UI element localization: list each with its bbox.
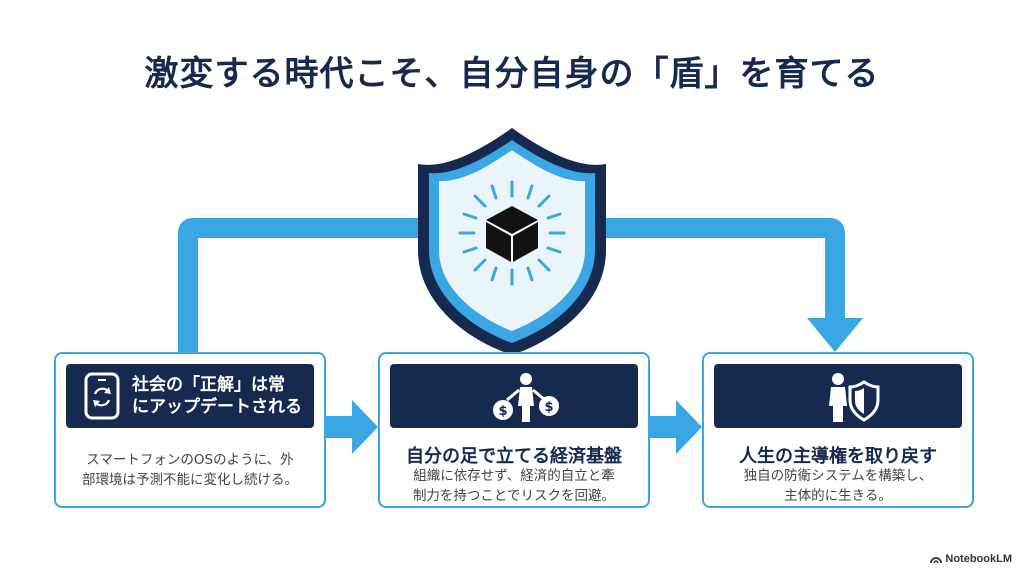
arrow-1-to-2 <box>326 400 378 454</box>
step-card-1-desc-line1: スマートフォンのOSのように、外 <box>86 452 294 468</box>
step-card-1-desc-line2: 部環境は予測不能に変化し続ける。 <box>82 472 298 488</box>
step-card-1-label: 社会の「正解」は常 にアップデートされる <box>132 374 306 418</box>
cube-icon <box>485 206 539 262</box>
page-title: 激変する時代こそ、自分自身の「盾」を育てる <box>144 54 880 94</box>
step-card-1-header: 社会の「正解」は常 にアップデートされる <box>66 364 314 428</box>
arrow-2-to-3 <box>650 400 702 454</box>
shield-icon <box>418 128 606 355</box>
step-card-3-description: 独自の防衛システムを構築し、 主体的に生きる。 <box>718 466 958 506</box>
step-card-1-label-line1: 社会の「正解」は常 <box>132 375 285 395</box>
step-card-3: 人生の主導権を取り戻す 独自の防衛システムを構築し、 主体的に生きる。 <box>702 352 974 508</box>
svg-text:$: $ <box>544 400 553 415</box>
brand-label: NotebookLM <box>945 553 1012 565</box>
step-card-2-header: $ $ <box>390 364 638 428</box>
person-money-bags-icon: $ $ <box>493 373 559 422</box>
svg-text:$: $ <box>498 404 507 419</box>
step-card-2-desc-line1: 組織に依存せず、経済的自立と牽 <box>413 468 615 484</box>
step-card-1-description: スマートフォンのOSのように、外 部環境は予測不能に変化し続ける。 <box>70 450 310 490</box>
notebooklm-logo-icon <box>930 557 943 564</box>
step-card-1-label-line2: にアップデートされる <box>132 397 302 417</box>
step-card-2: $ $ 自分の足で立てる経済基盤 組織に依存せず、経済的自立と牽 制力を持つこと… <box>378 352 650 508</box>
step-card-1: 社会の「正解」は常 にアップデートされる スマートフォンのOSのように、外 部環… <box>54 352 326 508</box>
smartphone-sync-icon <box>84 372 120 420</box>
step-card-3-title: 人生の主導権を取り戻す <box>739 446 937 467</box>
loop-arrowhead <box>807 318 863 352</box>
person-shield-icon <box>829 373 880 422</box>
step-card-2-desc-line2: 制力を持つことでリスクを回避。 <box>412 488 616 504</box>
step-card-3-desc-line1: 独自の防衛システムを構築し、 <box>743 468 933 484</box>
brand-watermark: NotebookLM <box>930 553 1012 565</box>
step-card-3-header <box>714 364 962 428</box>
step-card-3-desc-line2: 主体的に生きる。 <box>784 488 892 504</box>
step-card-2-description: 組織に依存せず、経済的自立と牽 制力を持つことでリスクを回避。 <box>394 466 634 506</box>
step-card-2-title: 自分の足で立てる経済基盤 <box>406 446 622 467</box>
